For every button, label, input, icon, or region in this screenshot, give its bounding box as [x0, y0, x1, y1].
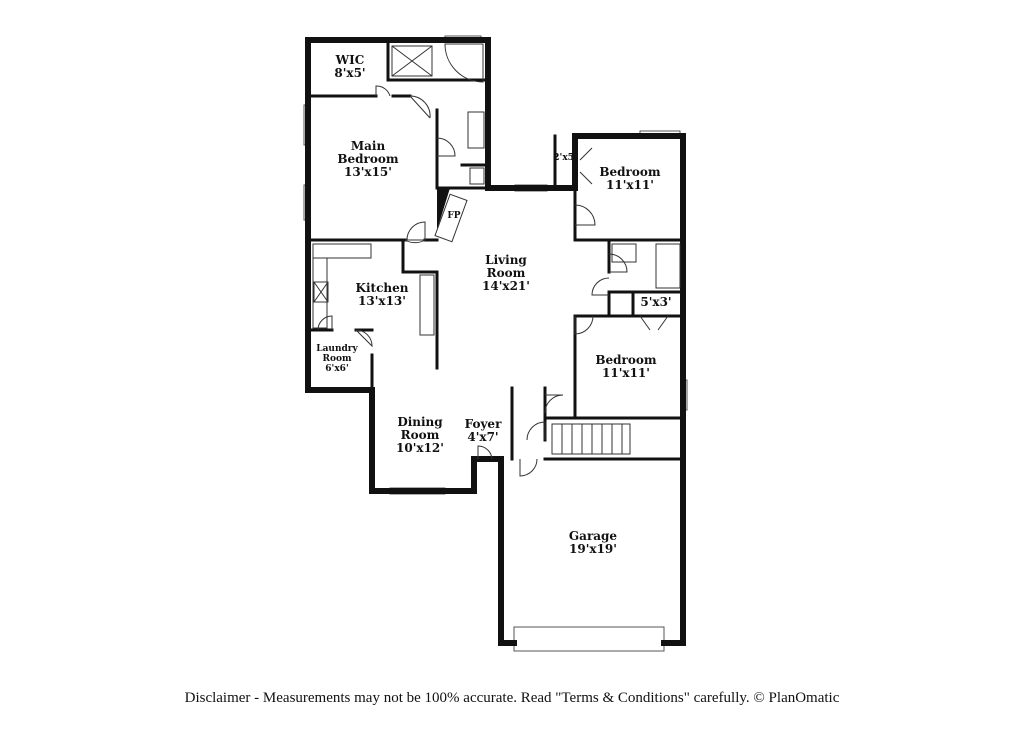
shower: [391, 45, 433, 77]
exterior-walls: [305, 37, 686, 646]
door: [574, 204, 596, 226]
interior-walls: [306, 38, 685, 461]
door: [436, 137, 456, 157]
bedroom-upper-size: 11'x11': [606, 178, 654, 192]
closet-small-size: 5'x3': [640, 295, 671, 309]
door: [544, 394, 564, 414]
door: [519, 458, 538, 477]
bathroom-sink: [611, 243, 637, 263]
fireplace-icon: [437, 188, 450, 230]
bedroom-lower-size: 11'x11': [602, 366, 650, 380]
toilet: [469, 167, 485, 185]
dining-room-size: 10'x12': [396, 441, 444, 455]
fixtures: [312, 43, 681, 455]
fireplace-hearth: [434, 193, 468, 243]
main-bedroom-size: 13'x15': [344, 165, 392, 179]
dining-room-label: Dining: [397, 415, 443, 429]
counter: [312, 243, 372, 259]
floor-plan: WIC 8'x5' Main Bedroom 13'x15' FP 2'x5' …: [303, 35, 688, 652]
wic-label: WIC: [335, 53, 365, 67]
door: [404, 239, 427, 244]
disclaimer-text: Disclaimer - Measurements may not be 100…: [184, 690, 840, 706]
garage-size: 19'x19': [569, 542, 617, 556]
main-bedroom-label: Main: [351, 139, 386, 153]
bedroom-upper-label: Bedroom: [599, 165, 660, 179]
door: [355, 329, 373, 348]
laundry-room-label: Laundry: [316, 344, 358, 354]
door: [477, 445, 493, 460]
wic-size: 8'x5': [334, 66, 365, 80]
stairs: [551, 423, 631, 455]
room-labels: WIC 8'x5' Main Bedroom 13'x15' FP 2'x5' …: [316, 53, 671, 556]
foyer-label: Foyer: [465, 417, 502, 431]
range: [313, 281, 329, 303]
kitchen-label: Kitchen: [356, 281, 409, 295]
fireplace-label: FP: [447, 211, 460, 221]
corner-tub: [444, 43, 484, 83]
doors: [317, 85, 669, 477]
counter: [312, 257, 328, 329]
bathtub: [655, 243, 681, 289]
kitchen-size: 13'x13': [358, 294, 406, 308]
living-room-label: Living: [485, 253, 527, 267]
door: [406, 221, 426, 241]
windows: [303, 35, 688, 652]
living-room-size: 14'x21': [482, 279, 530, 293]
foyer-size: 4'x7': [467, 430, 498, 444]
door: [526, 421, 546, 441]
door: [591, 277, 610, 296]
door: [639, 315, 669, 331]
garage-label: Garage: [569, 529, 618, 543]
garage-door: [513, 626, 665, 652]
door: [375, 85, 391, 97]
door: [608, 253, 628, 273]
laundry-room-label: Room: [322, 354, 351, 364]
living-room-label: Room: [487, 266, 526, 280]
door: [579, 147, 593, 185]
main-bedroom-label: Bedroom: [337, 152, 398, 166]
bedroom-lower-label: Bedroom: [595, 353, 656, 367]
kitchen-sink: [419, 274, 435, 336]
door: [317, 315, 333, 331]
vanity: [467, 111, 485, 149]
dining-room-label: Room: [401, 428, 440, 442]
door: [409, 95, 431, 119]
laundry-room-size: 6'x6': [325, 364, 348, 374]
door: [574, 315, 594, 335]
closet-size: 2'x5': [553, 153, 576, 163]
